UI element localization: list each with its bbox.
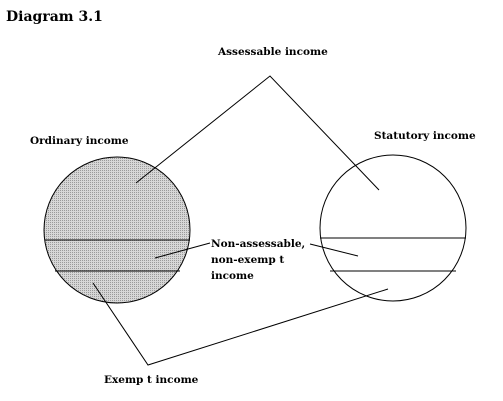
statutory-income-circle xyxy=(319,154,467,302)
ordinary-income-circle xyxy=(43,156,191,304)
ordinary-income-label: Ordinary income xyxy=(30,135,129,147)
assessable-connector xyxy=(135,75,380,191)
exempt-income-label: Exemp t income xyxy=(104,374,199,386)
non-assessable-label-line3: income xyxy=(211,270,254,282)
non-assessable-connector-left xyxy=(154,242,211,259)
diagram-title: Diagram 3.1 xyxy=(6,9,103,25)
assessable-income-label: Assessable income xyxy=(218,46,328,58)
exempt-connector xyxy=(92,282,389,366)
non-assessable-label-line1: Non-assessable, xyxy=(211,238,306,250)
non-assessable-connector-right xyxy=(309,243,359,257)
statutory-income-label: Statutory income xyxy=(374,130,476,142)
non-assessable-label-line2: non-exemp t xyxy=(211,254,285,266)
